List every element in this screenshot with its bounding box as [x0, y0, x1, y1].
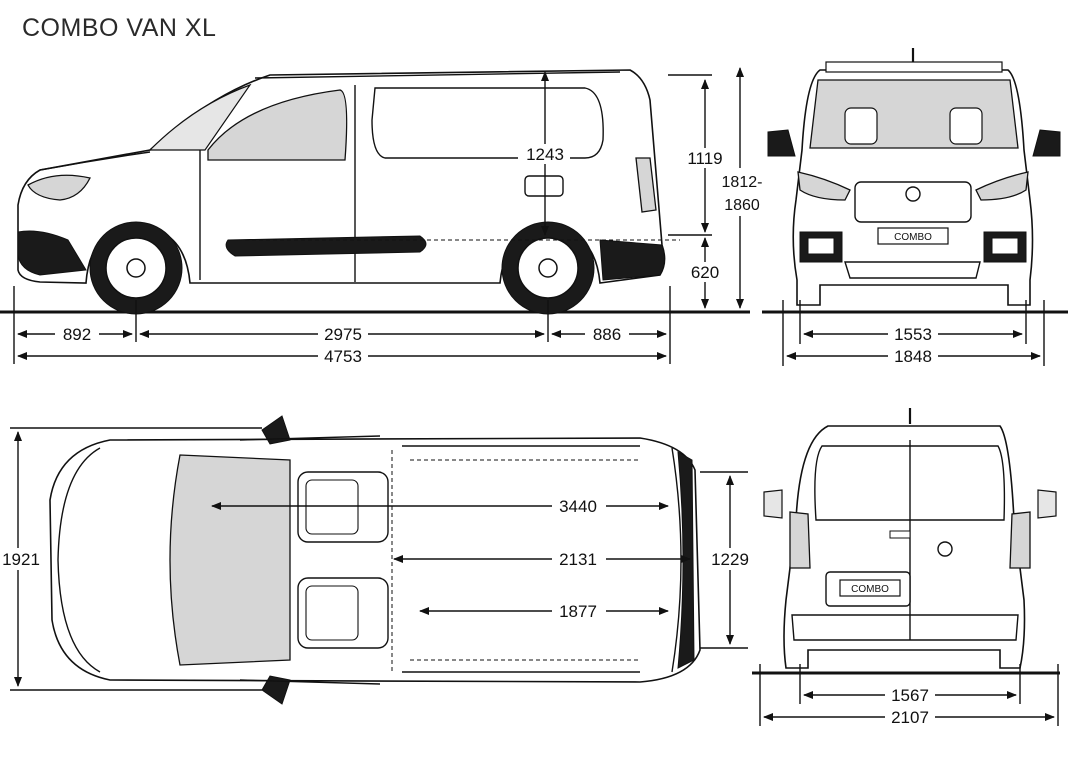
floor-length-mid-label: 2131: [559, 550, 597, 569]
front-windscreen: [809, 79, 1019, 149]
cargo-height-label: 1243: [526, 145, 564, 164]
front-right-headlight: [975, 171, 1029, 201]
rear-left-mirror: [763, 489, 783, 519]
rear-opening-height-label: 1119: [687, 149, 722, 168]
front-side-window: [207, 89, 348, 161]
rear-right-lamp: [1009, 511, 1031, 569]
floor-length-max-label: 3440: [559, 497, 597, 516]
rear-left-lamp: [789, 511, 811, 569]
front-overhang-label: 892: [63, 325, 91, 344]
load-sill-height-label: 620: [691, 263, 719, 282]
rear-track-label: 1567: [891, 686, 929, 705]
van-rear-body: [783, 425, 1026, 669]
right-mirror: [1032, 129, 1061, 157]
rear-plate: [839, 579, 901, 597]
rear-plate-text: COMBO: [851, 584, 889, 595]
arch-width-label: 1229: [711, 550, 749, 569]
front-left-headlight: [797, 171, 851, 201]
top-view: 1921 3440 2131 1877 1229: [0, 415, 752, 705]
overall-height-label-2: 1860: [724, 197, 760, 214]
top-windscreen: [169, 454, 291, 666]
rear-bumper: [599, 239, 666, 281]
rear-overhang-label: 886: [593, 325, 621, 344]
grille: [854, 181, 972, 223]
side-strip: [225, 235, 427, 257]
tail-lamp: [635, 157, 657, 213]
front-bumper: [17, 230, 87, 276]
windscreen: [148, 83, 252, 151]
rear-view: COMBO 1567 2107: [752, 408, 1060, 727]
page-title: COMBO VAN XL: [22, 14, 217, 42]
roof-rail: [825, 61, 1003, 73]
headlight: [27, 174, 91, 201]
left-mirror: [767, 129, 796, 157]
brand-logo: [905, 186, 921, 202]
wheelbase-label: 2975: [324, 325, 362, 344]
floor-length-min-label: 1877: [559, 602, 597, 621]
front-plate-text: COMBO: [894, 232, 932, 243]
overall-height-label-1: 1812-: [722, 174, 763, 191]
front-track-label: 1553: [894, 325, 932, 344]
overall-length-label: 4753: [324, 347, 362, 366]
front-plate: [877, 227, 949, 245]
rear-right-mirror: [1037, 489, 1057, 519]
rear-width-label: 2107: [891, 708, 929, 727]
front-view: COMBO 1553 1848: [762, 48, 1068, 366]
top-width-label: 1921: [2, 550, 40, 569]
side-view: 1243 1119 620 1812- 1860 892 2975 886 47…: [0, 67, 763, 366]
body-width-label: 1848: [894, 347, 932, 366]
